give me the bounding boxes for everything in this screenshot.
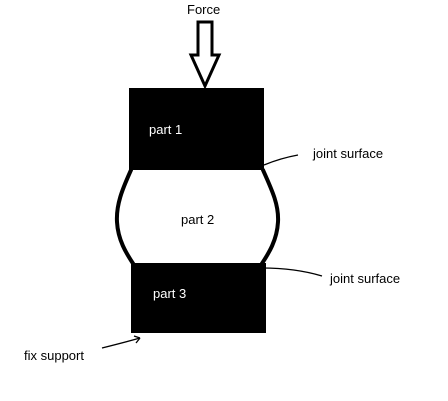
part-2-body: [114, 168, 281, 267]
part-2-label: part 2: [181, 212, 214, 227]
part-3-block: [131, 263, 266, 333]
joint-surface-top-label: joint surface: [312, 146, 383, 161]
part-1-label: part 1: [149, 122, 182, 137]
part-3-label: part 3: [153, 286, 186, 301]
fix-support-label: fix support: [24, 348, 84, 363]
force-arrow: [188, 20, 222, 90]
fix-support-arrow: [101, 335, 141, 349]
joint-surface-top-leader: [263, 154, 299, 166]
force-label: Force: [187, 2, 220, 17]
part-1-block: [129, 88, 264, 170]
joint-surface-bottom-label: joint surface: [329, 271, 400, 286]
joint-surface-bottom-leader: [261, 267, 323, 277]
